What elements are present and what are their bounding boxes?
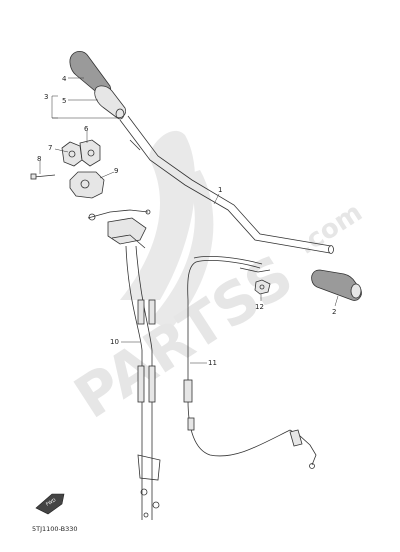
callout-5: 5 <box>62 97 66 105</box>
switch-clamp-parts <box>30 139 101 180</box>
callout-labels: 4 3 5 6 7 8 9 1 2 12 10 11 <box>37 75 336 367</box>
callout-6: 6 <box>84 125 89 133</box>
callout-10: 10 <box>110 338 119 346</box>
callout-8: 8 <box>37 155 41 163</box>
fwd-label: FWD <box>45 497 58 508</box>
diagram-code: 5TJ1100-B330 <box>32 525 78 533</box>
callout-2: 2 <box>332 308 336 316</box>
left-grip-assembly <box>69 50 127 120</box>
throttle-cable-part-10 <box>125 245 161 520</box>
watermark-suffix: .com <box>292 197 367 260</box>
callout-11: 11 <box>208 359 217 367</box>
callout-12: 12 <box>255 303 264 311</box>
throttle-grip-part-2 <box>311 269 362 301</box>
leader-lines <box>39 77 339 364</box>
cable-junction <box>87 209 151 249</box>
callout-7: 7 <box>48 144 52 152</box>
clutch-cable-part-11 <box>183 256 317 469</box>
callout-3: 3 <box>44 93 48 101</box>
callout-9: 9 <box>114 167 118 175</box>
forward-arrow-icon: FWD <box>35 493 65 515</box>
callout-1: 1 <box>218 186 222 194</box>
handlebar-part-1 <box>119 115 334 254</box>
adjuster-part-12 <box>254 279 271 295</box>
throttle-housing-part-9 <box>69 171 105 199</box>
callout-4: 4 <box>62 75 67 83</box>
